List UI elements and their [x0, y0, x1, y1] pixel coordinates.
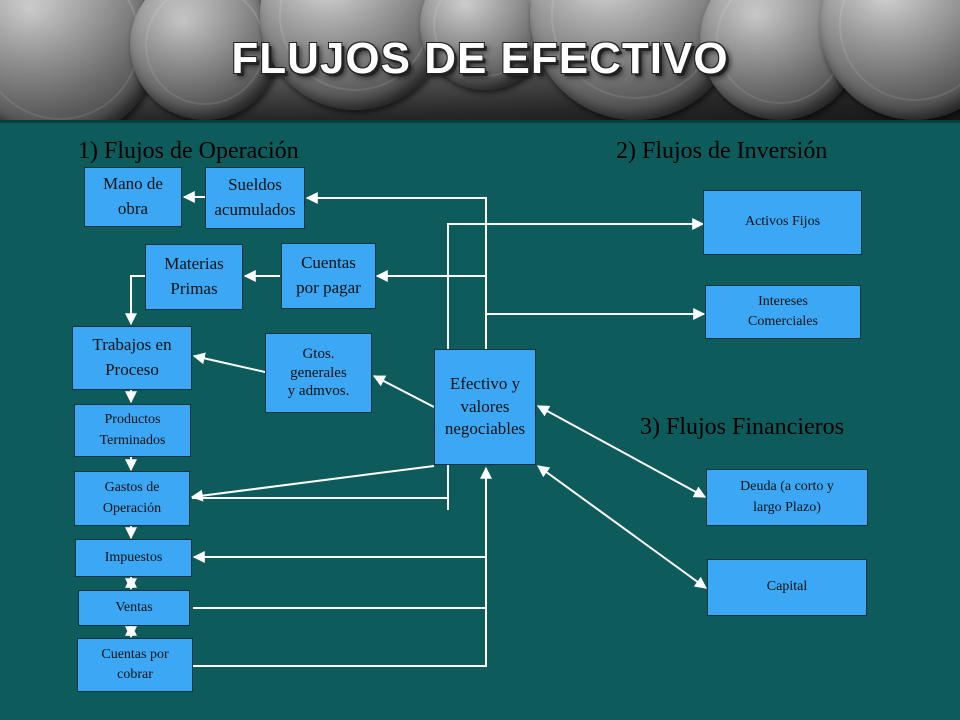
section-title-inversion: 2) Flujos de Inversión	[616, 138, 828, 164]
box-gastos-generales: Gtos. generales y admvos.	[265, 333, 372, 413]
box-gastos-de-operacion: Gastos de Operación	[74, 471, 190, 526]
box-efectivo-valores: Efectivo y valores negociables	[434, 349, 536, 465]
coin-image	[130, 0, 280, 120]
header-divider	[0, 120, 960, 123]
box-productos-terminados: Productos Terminados	[74, 404, 191, 457]
box-capital: Capital	[707, 559, 867, 616]
arrow-gtos-to-trabajos	[192, 352, 266, 373]
box-intereses-comerciales: Intereses Comerciales	[705, 285, 861, 339]
page-title: FLUJOS DE EFECTIVO	[231, 34, 729, 83]
arrow-efectivo-to-gastos-op	[190, 465, 435, 502]
box-trabajos-en-proceso: Trabajos en Proceso	[72, 326, 192, 390]
arrow-cobrar-to-efectivo	[193, 466, 492, 667]
arrow-efectivo-to-sueldos	[305, 192, 487, 350]
box-cuentas-por-pagar: Cuentas por pagar	[281, 243, 376, 309]
box-ventas: Ventas	[78, 590, 190, 626]
arrow-efectivo-capital	[537, 465, 707, 589]
arrow-materias-to-trabajos	[125, 275, 145, 326]
arrow-efectivo-to-gtos	[372, 375, 435, 408]
box-activos-fijos: Activos Fijos	[703, 190, 862, 255]
section-title-operacion: 1) Flujos de Operación	[78, 138, 299, 164]
box-impuestos: Impuestos	[75, 539, 192, 577]
header-banner: FLUJOS DE EFECTIVO	[0, 0, 960, 120]
box-deuda: Deuda (a corto y largo Plazo)	[706, 469, 868, 526]
box-materias-primas: Materias Primas	[145, 244, 243, 310]
box-sueldos-acumulados: Sueldos acumulados	[205, 167, 305, 229]
box-cuentas-por-cobrar: Cuentas por cobrar	[77, 638, 193, 692]
box-mano-de-obra: Mano de obra	[84, 167, 182, 227]
